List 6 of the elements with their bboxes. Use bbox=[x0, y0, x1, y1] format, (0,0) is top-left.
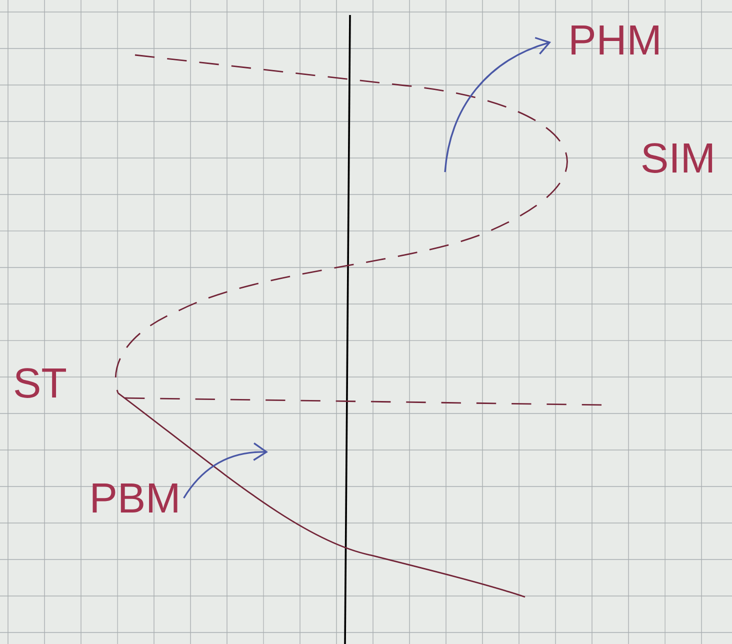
label-text: SIM bbox=[642, 143, 712, 173]
curved-arrow bbox=[183, 442, 268, 498]
curved-arrow bbox=[444, 36, 552, 172]
label-text: PHM bbox=[572, 26, 658, 54]
label-text: ST bbox=[14, 368, 66, 398]
label-text: PBM bbox=[92, 484, 178, 513]
